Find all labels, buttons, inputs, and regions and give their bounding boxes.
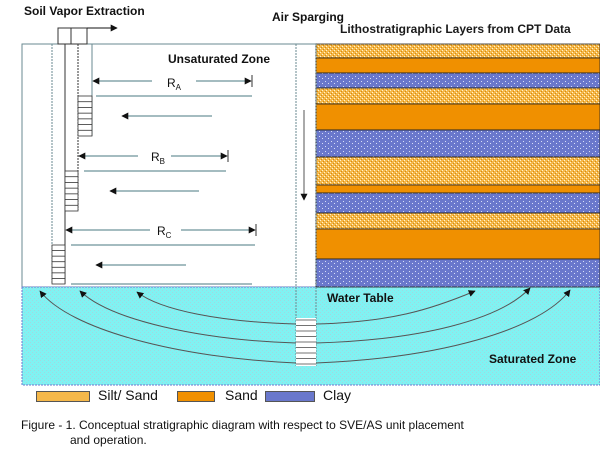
litho-layers-title: Lithostratigraphic Layers from CPT Data (340, 22, 571, 36)
radius-c-label: RC (157, 224, 172, 240)
layer-sand (315, 228, 600, 260)
layer-silt-sand (315, 156, 600, 186)
air-flow-curve (136, 291, 297, 325)
legend-swatch-silt-sand (36, 391, 90, 402)
unsaturated-zone-box (21, 43, 317, 288)
layer-sand (315, 103, 600, 131)
well-screen (77, 95, 93, 137)
air-flow-curve (79, 290, 297, 344)
sve-manifold (57, 27, 88, 45)
layer-silt-sand (315, 43, 600, 59)
unsaturated-zone-label: Unsaturated Zone (168, 52, 271, 66)
sve-well-group (51, 24, 118, 285)
air-sparging-well (295, 44, 317, 366)
legend-label-sand: Sand (225, 387, 258, 403)
saturated-zone-label: Saturated Zone (489, 352, 577, 366)
layer-clay (315, 72, 600, 89)
air-sparging-screen (296, 318, 316, 366)
layer-sand (315, 57, 600, 74)
air-flow-curve (315, 289, 571, 364)
sve-label: Soil Vapor Extraction (24, 4, 145, 18)
figure-caption: Figure - 1. Conceptual stratigraphic dia… (21, 418, 464, 448)
legend-swatch-clay (265, 391, 315, 402)
radius-of-influence-lines (65, 75, 257, 285)
radius-b-label: RB (151, 150, 166, 166)
air-sparging-label: Air Sparging (272, 10, 345, 24)
lithostratigraphic-layers (315, 43, 600, 288)
air-flow-curve (315, 290, 476, 325)
legend-label-silt-sand: Silt/ Sand (98, 387, 158, 403)
layer-clay (315, 258, 600, 288)
legend-swatch-sand (177, 391, 215, 402)
layer-sand (315, 184, 600, 194)
caption-line-2: and operation. (70, 433, 147, 447)
layer-clay (315, 192, 600, 214)
air-flow-curve (315, 287, 531, 344)
legend-label-clay: Clay (323, 387, 352, 403)
layer-clay (315, 129, 600, 158)
air-flow-curve (39, 290, 297, 364)
layer-silt-sand (315, 87, 600, 105)
radius-a-label: RA (167, 76, 182, 92)
air-flow-curves (39, 287, 571, 364)
well-screen (51, 244, 66, 285)
caption-line-1: Figure - 1. Conceptual stratigraphic dia… (21, 418, 464, 432)
layer-silt-sand (315, 212, 600, 230)
well-screen (64, 170, 79, 212)
water-table-label: Water Table (327, 291, 394, 305)
